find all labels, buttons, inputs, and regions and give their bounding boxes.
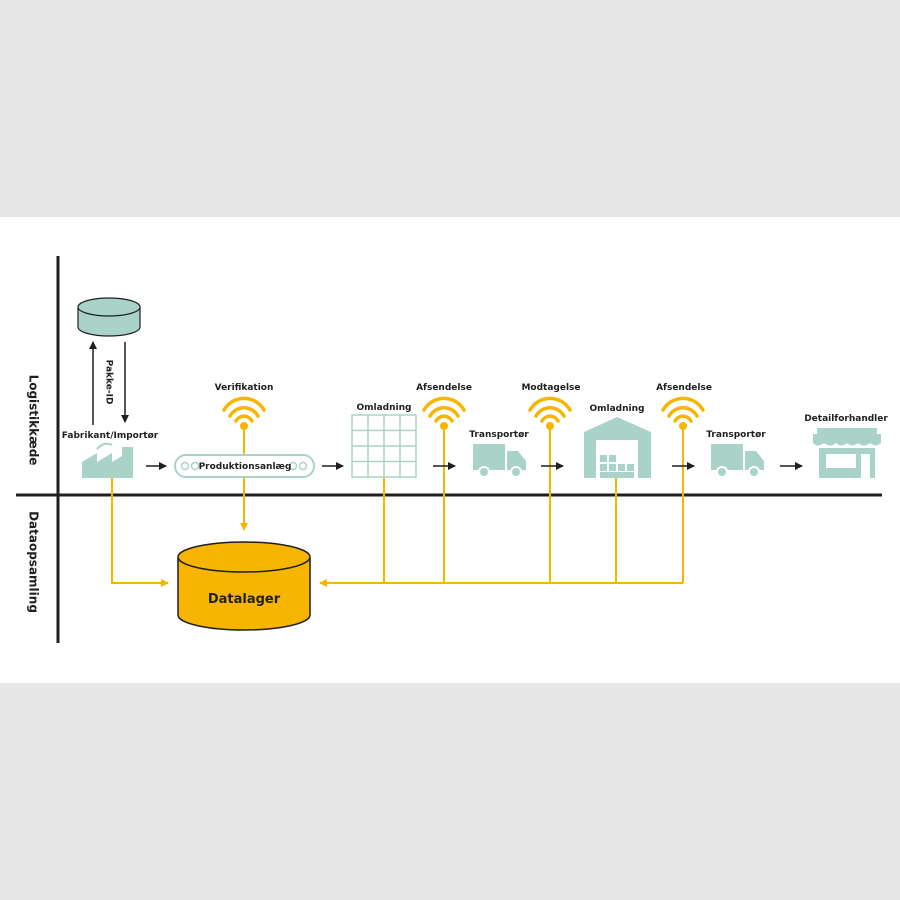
database-icon [77, 297, 141, 337]
label-datalager: Datalager [208, 592, 281, 607]
label-verifikation: Verifikation [215, 383, 274, 393]
data-flow-lines [111, 424, 684, 587]
truck-icon [711, 444, 764, 478]
label-detailforhandler: Detailforhandler [804, 414, 888, 424]
label-pakke-id: Pakke-ID [104, 360, 114, 405]
label-modtagelse: Modtagelse [521, 383, 580, 393]
store-icon [813, 428, 881, 478]
wifi-icon [528, 396, 572, 430]
label-omladning-2: Omladning [590, 404, 645, 414]
truck-icon [473, 444, 526, 478]
wifi-icon [222, 396, 266, 430]
flow-from-fabrikant [111, 478, 169, 587]
factory-icon [82, 442, 133, 478]
axis-label-dataopsamling: Dataopsamling [27, 511, 41, 613]
grid-icon [351, 414, 417, 478]
label-produktionsanlaeg: Produktionsanlæg [199, 462, 292, 472]
conveyor-icon [174, 454, 315, 478]
label-fabrikant: Fabrikant/Importør [62, 431, 159, 441]
wifi-icon [422, 396, 466, 430]
datalager-icon [177, 541, 311, 631]
axis-label-logistikkaede: Logistikkæde [27, 375, 41, 466]
label-afsendelse-1: Afsendelse [416, 383, 472, 393]
label-transportoer-1: Transportør [469, 430, 529, 440]
label-transportoer-2: Transportør [706, 430, 766, 440]
warehouse-icon [584, 417, 651, 478]
diagram-panel [0, 217, 900, 683]
label-omladning-1: Omladning [357, 403, 412, 413]
wifi-icon [661, 396, 705, 430]
label-afsendelse-2: Afsendelse [656, 383, 712, 393]
